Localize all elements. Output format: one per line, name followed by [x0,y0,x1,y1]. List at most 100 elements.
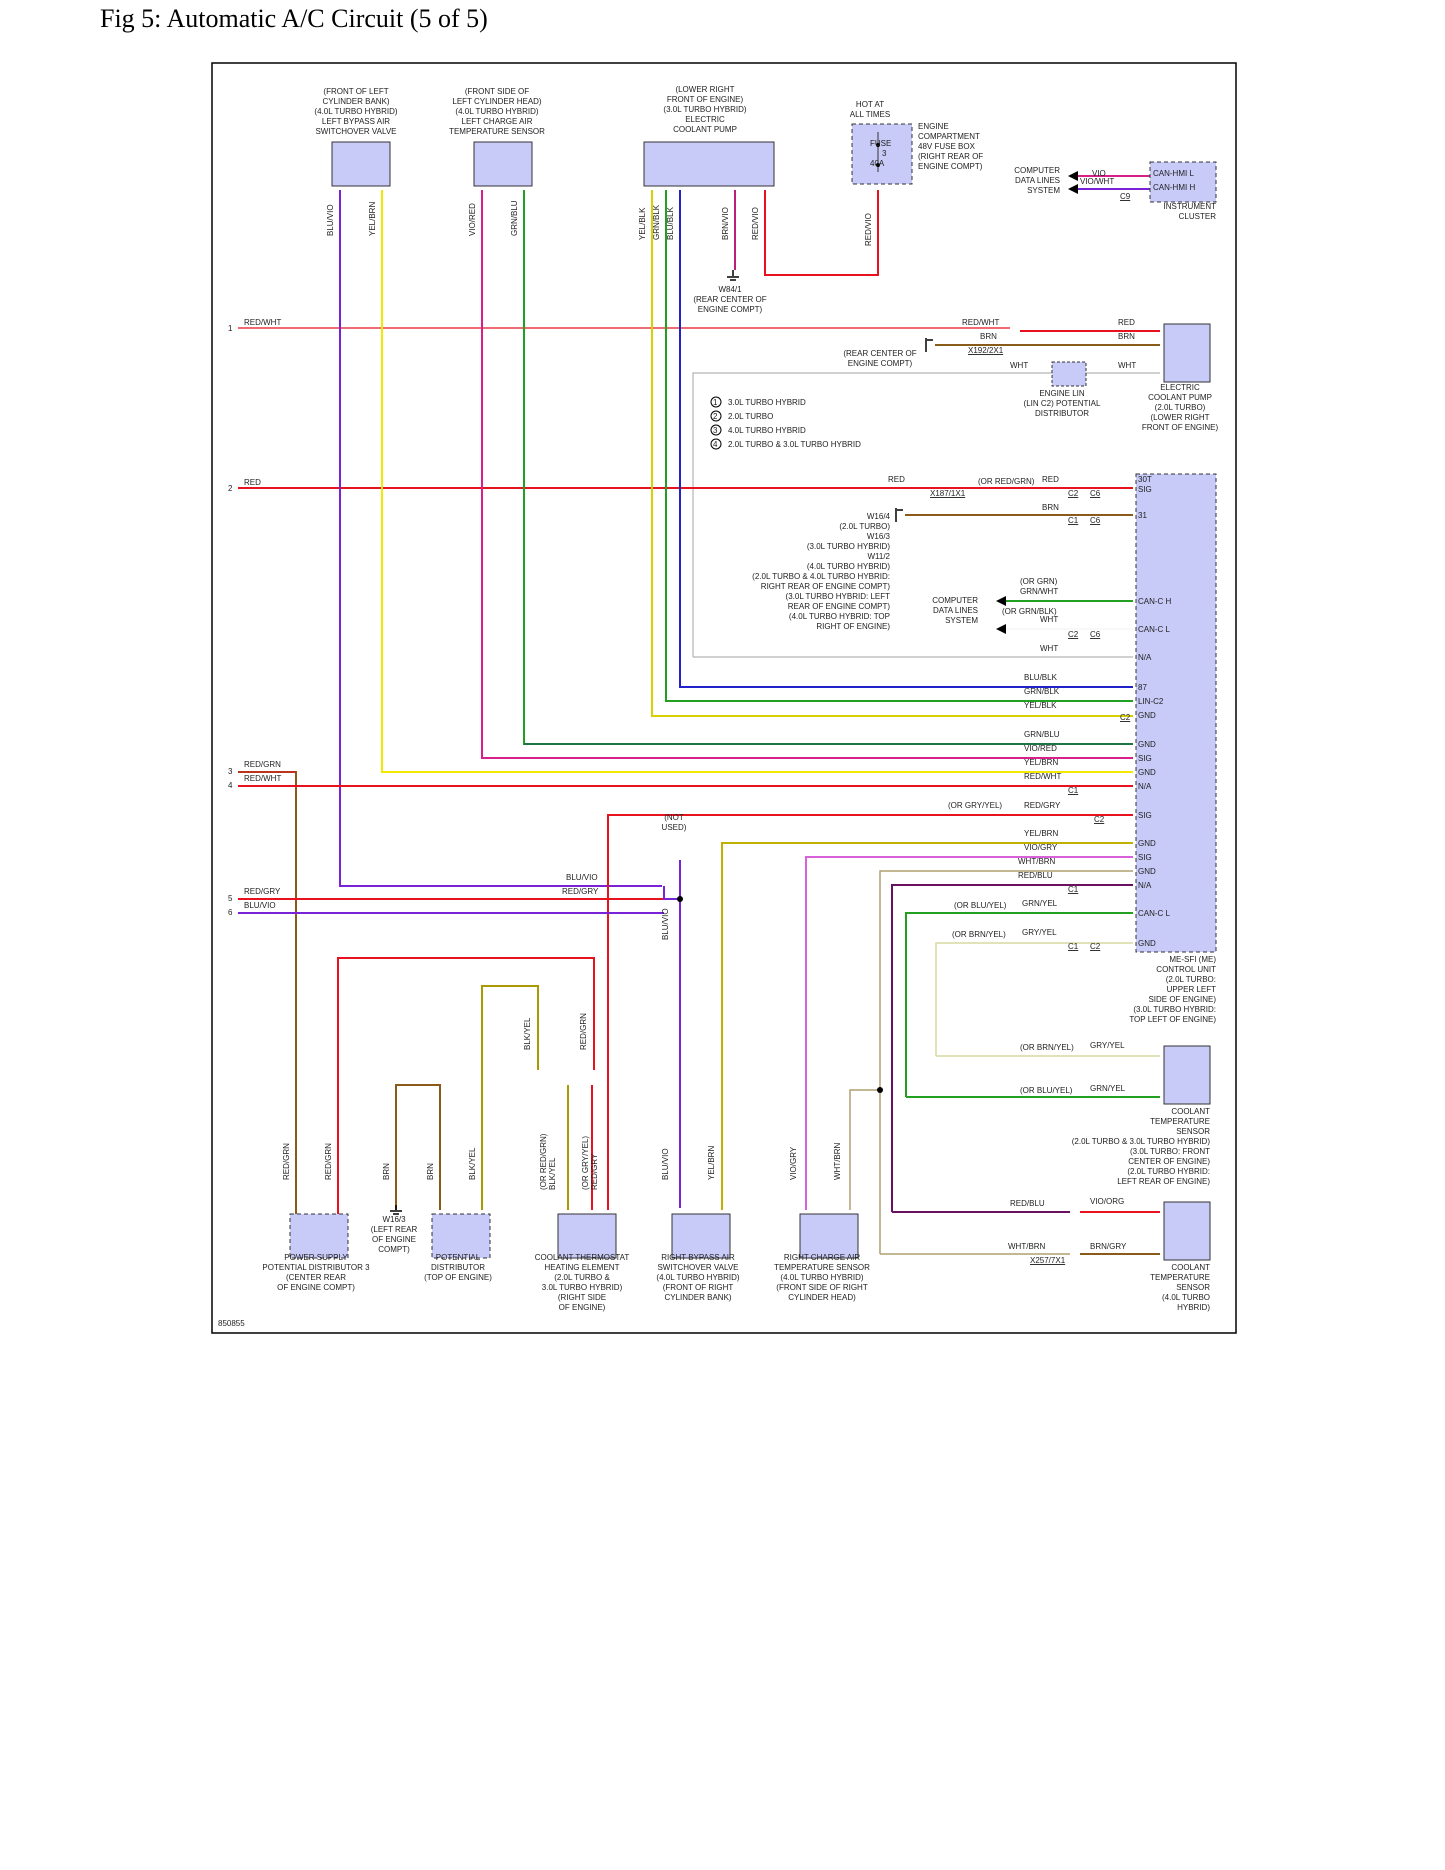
svg-text:6: 6 [228,908,233,917]
svg-text:3.0L TURBO HYBRID: 3.0L TURBO HYBRID [728,398,806,407]
svg-text:RED/GRY: RED/GRY [590,1153,599,1190]
wire-redgry [607,814,1133,1210]
svg-text:VIO/RED: VIO/RED [1024,744,1057,753]
figure-id: 850855 [218,1319,245,1328]
svg-text:GRY/YEL: GRY/YEL [1022,928,1057,937]
svg-text:VIO/GRY: VIO/GRY [789,1146,798,1180]
wire-yelbrn-left [381,190,1133,773]
svg-text:2: 2 [713,412,718,421]
svg-text:(OR GRY/YEL): (OR GRY/YEL) [948,801,1002,810]
ground-icon [390,270,933,1215]
svg-text:(OR BRN/YEL): (OR BRN/YEL) [952,930,1006,939]
svg-text:C6: C6 [1090,516,1101,525]
svg-text:5: 5 [228,894,233,903]
page-title: Fig 5: Automatic A/C Circuit (5 of 5) [100,4,488,33]
svg-text:VIO/WHT: VIO/WHT [1080,177,1114,186]
right-bypass-valve-box [671,1213,731,1259]
svg-text:BRN: BRN [1042,503,1059,512]
svg-text:SIG: SIG [1138,853,1152,862]
svg-text:(OR BRN/YEL): (OR BRN/YEL) [1020,1043,1074,1052]
svg-text:WHT: WHT [1040,615,1058,624]
svg-text:BRN/VIO: BRN/VIO [721,207,730,240]
svg-text:4: 4 [713,440,718,449]
svg-text:RED/VIO: RED/VIO [751,207,760,240]
svg-text:87: 87 [1138,683,1147,692]
svg-text:BLU/VIO: BLU/VIO [326,204,335,236]
svg-text:(OR GRY/YEL): (OR GRY/YEL) [581,1136,590,1190]
splice-dots [677,896,883,1093]
svg-text:YEL/BRN: YEL/BRN [368,202,377,236]
svg-text:GND: GND [1138,867,1156,876]
svg-text:(OR GRN): (OR GRN) [1020,577,1058,586]
wire-bluvio-left [339,190,662,887]
connector-labels: X192/2X1 X187/1X1 X257/7X1 C9 C2 C6 C1 C… [930,192,1131,1265]
svg-text:GRN/YEL: GRN/YEL [1022,899,1058,908]
svg-text:VIO/GRY: VIO/GRY [1024,843,1058,852]
mesfi-label: ME-SFI (ME)CONTROL UNIT(2.0L TURBO:UPPER… [1129,955,1216,1024]
svg-text:C1: C1 [1068,942,1079,951]
svg-text:C1: C1 [1068,786,1079,795]
svg-text:(OR BLU/YEL): (OR BLU/YEL) [1020,1086,1073,1095]
svg-text:31: 31 [1138,511,1147,520]
arrow-icons [996,171,1078,634]
me-sfi-control-unit-box [1135,473,1217,953]
svg-text:GND: GND [1138,740,1156,749]
svg-text:VIO/RED: VIO/RED [468,203,477,236]
diagram-frame [211,62,1237,1334]
svg-text:BLK/YEL: BLK/YEL [523,1017,532,1050]
svg-text:WHT/BRN: WHT/BRN [1018,857,1056,866]
svg-text:C2: C2 [1120,713,1131,722]
svg-text:YEL/BRN: YEL/BRN [1024,758,1058,767]
svg-text:SIG: SIG [1138,485,1152,494]
svg-text:RED/WHT: RED/WHT [244,774,281,783]
svg-text:4: 4 [228,781,233,790]
w16-block-label: W16/4(2.0L TURBO)W16/3(3.0L TURBO HYBRID… [752,512,890,631]
svg-text:1: 1 [228,324,233,333]
svg-text:C1: C1 [1068,885,1079,894]
svg-text:GRY/YEL: GRY/YEL [1090,1041,1125,1050]
svg-text:4.0L TURBO HYBRID: 4.0L TURBO HYBRID [728,426,806,435]
svg-text:GND: GND [1138,939,1156,948]
wire-blkyel [481,985,539,1210]
wire-labels-vertical: BLU/VIO YEL/BRN VIO/RED GRN/BLU YEL/BLK … [282,200,873,1190]
svg-text:SIG: SIG [1138,811,1152,820]
svg-text:LIN-C2: LIN-C2 [1138,697,1164,706]
left-charge-sensor-box [473,141,533,187]
svg-text:WHT/BRN: WHT/BRN [1008,1242,1046,1251]
svg-text:BLU/VIO: BLU/VIO [661,908,670,940]
svg-text:GND: GND [1138,768,1156,777]
svg-text:(OR GRN/BLK): (OR GRN/BLK) [1002,607,1057,616]
svg-text:C2: C2 [1094,815,1105,824]
svg-text:VIO: VIO [1092,169,1106,178]
wire-yelbrn-right [721,842,1133,1210]
wire-yelblk [651,190,1133,717]
svg-text:RED/WHT: RED/WHT [1024,772,1061,781]
svg-text:CAN-C H: CAN-C H [1138,597,1172,606]
svg-text:X192/2X1: X192/2X1 [968,346,1004,355]
svg-text:WHT: WHT [1040,644,1058,653]
svg-text:WHT: WHT [1118,361,1136,370]
svg-text:BLU/VIO: BLU/VIO [661,1148,670,1180]
fuse-symbol [876,132,880,172]
svg-text:WHT/BRN: WHT/BRN [833,1142,842,1180]
svg-text:BRN: BRN [382,1163,391,1180]
svg-text:RED/GRN: RED/GRN [324,1143,333,1180]
svg-text:YEL/BRN: YEL/BRN [707,1146,716,1180]
thermostat-box [557,1213,617,1259]
svg-text:C9: C9 [1120,192,1131,201]
svg-text:CAN-C L: CAN-C L [1138,625,1171,634]
svg-text:2.0L TURBO: 2.0L TURBO [728,412,773,421]
